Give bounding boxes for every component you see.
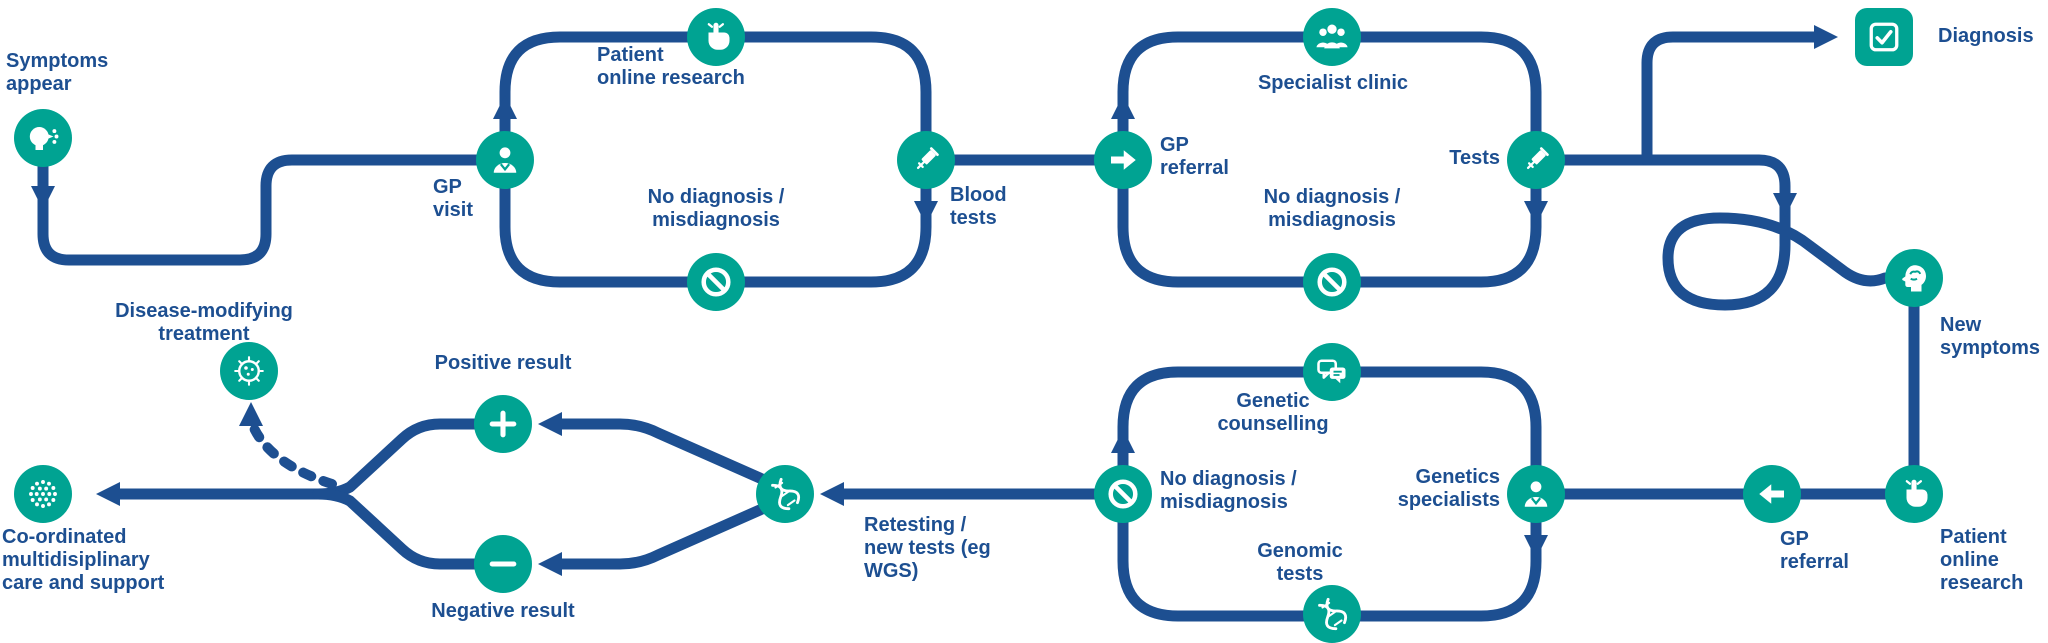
blood-tests-label: Blood tests — [950, 184, 1007, 230]
new-symptoms-node — [1885, 249, 1943, 307]
loop-specialist-clinic — [1117, 31, 1542, 288]
sneezing-head-icon — [25, 120, 61, 156]
path-symptoms-to-gp-visit — [37, 154, 482, 266]
flow-arrowhead-left — [538, 412, 562, 436]
symptoms-node — [14, 109, 72, 167]
symptoms-label: Symptoms appear — [6, 50, 109, 96]
people-icon — [1314, 19, 1350, 55]
gp-visit-node — [476, 131, 534, 189]
genetic-counselling-label: Genetic counselling — [1217, 390, 1329, 436]
dot-cluster-icon — [25, 476, 61, 512]
brain-head-icon — [1896, 260, 1932, 296]
no-diagnosis-label-2: No diagnosis / misdiagnosis — [1263, 186, 1401, 232]
path-negative-to-care — [312, 488, 480, 570]
arrow-left-icon — [1754, 476, 1790, 512]
gp-referral-label-1: GP referral — [1160, 134, 1229, 180]
gp-referral-label-2: GP referral — [1780, 528, 1849, 574]
flow-arrowhead-right — [1814, 25, 1838, 49]
no-diagnosis-label-3: No diagnosis / misdiagnosis — [1160, 468, 1297, 514]
genetic-counselling-node — [1303, 343, 1361, 401]
arrow-right-icon — [1105, 142, 1141, 178]
checkbox-icon — [1866, 19, 1902, 55]
dna-icon — [1314, 596, 1350, 632]
doctor-icon — [1518, 476, 1554, 512]
genomic-tests-label: Genomic tests — [1257, 540, 1343, 586]
blood-tests-node — [897, 131, 955, 189]
no-diagnosis-node-2 — [1303, 253, 1361, 311]
gp-referral-node-1 — [1094, 131, 1152, 189]
online-research-label-1: Patient online research — [597, 44, 745, 90]
tests-label: Tests — [1449, 147, 1500, 169]
specialist-clinic-node — [1303, 8, 1361, 66]
coordinated-care-node — [14, 465, 72, 523]
negative-result-node — [474, 535, 532, 593]
flow-arrowhead-up — [1111, 429, 1135, 453]
diagnosis-label: Diagnosis — [1938, 25, 2034, 47]
flow-arrowhead-down — [31, 186, 55, 210]
positive-result-label: Positive result — [434, 352, 572, 374]
flow-arrowhead-down — [1524, 535, 1548, 559]
specialist-clinic-label: Specialist clinic — [1257, 72, 1409, 94]
gp-referral-node-2 — [1743, 465, 1801, 523]
loop-gp-visit — [499, 31, 932, 288]
genetics-specialists-node — [1507, 465, 1565, 523]
speech-bubbles-icon — [1314, 354, 1350, 390]
molecule-icon — [231, 353, 267, 389]
flow-arrowhead-up — [239, 402, 263, 426]
doctor-icon — [487, 142, 523, 178]
negative-result-label: Negative result — [431, 600, 575, 622]
positive-result-node — [474, 395, 532, 453]
flow-arrowhead-down — [1773, 193, 1797, 217]
prohibition-icon — [698, 264, 734, 300]
minus-icon — [485, 546, 521, 582]
flow-arrowhead-left — [538, 552, 562, 576]
path-tests-to-diagnosis — [1641, 31, 1824, 166]
path-dashed-to-treatment — [248, 421, 337, 489]
treatment-label: Disease-modifying treatment — [115, 300, 293, 346]
retesting-label: Retesting / new tests (eg WGS) — [864, 514, 991, 583]
online-research-node-1 — [687, 8, 745, 66]
online-research-label-2: Patient online research — [1940, 526, 2024, 595]
treatment-node — [220, 342, 278, 400]
no-diagnosis-label-1: No diagnosis / misdiagnosis — [647, 186, 785, 232]
no-diagnosis-node-1 — [687, 253, 745, 311]
path-tests-to-new-symptoms — [1559, 154, 1891, 311]
prohibition-icon — [1105, 476, 1141, 512]
flow-arrowhead-up — [1111, 95, 1135, 119]
flow-arrowhead-left — [96, 482, 120, 506]
gp-visit-label: GP visit — [433, 176, 474, 222]
online-research-node-2 — [1885, 465, 1943, 523]
click-hand-icon — [1896, 476, 1932, 512]
tests-node — [1507, 131, 1565, 189]
prohibition-icon — [1314, 264, 1350, 300]
plus-icon — [485, 406, 521, 442]
genetics-specialists-label: Genetics specialists — [1397, 466, 1500, 512]
retesting-node — [756, 465, 814, 523]
flow-arrowhead-left — [820, 482, 844, 506]
flow-arrowhead-up — [493, 95, 517, 119]
loop-genetics — [1117, 366, 1542, 622]
path-retesting-to-negative — [554, 503, 768, 570]
new-symptoms-label: New symptoms — [1940, 314, 2041, 360]
path-positive-to-care — [108, 418, 480, 500]
syringe-icon — [1518, 142, 1554, 178]
genomic-tests-node — [1303, 585, 1361, 643]
dna-icon — [767, 476, 803, 512]
flow-arrowhead-down — [914, 201, 938, 225]
path-retesting-to-positive — [554, 418, 768, 485]
coordinated-care-label: Co-ordinated multidisiplinary care and s… — [2, 526, 165, 595]
flow-arrowhead-down — [1524, 201, 1548, 225]
no-diagnosis-node-3 — [1094, 465, 1152, 523]
syringe-icon — [908, 142, 944, 178]
diagnosis-node — [1855, 8, 1913, 66]
